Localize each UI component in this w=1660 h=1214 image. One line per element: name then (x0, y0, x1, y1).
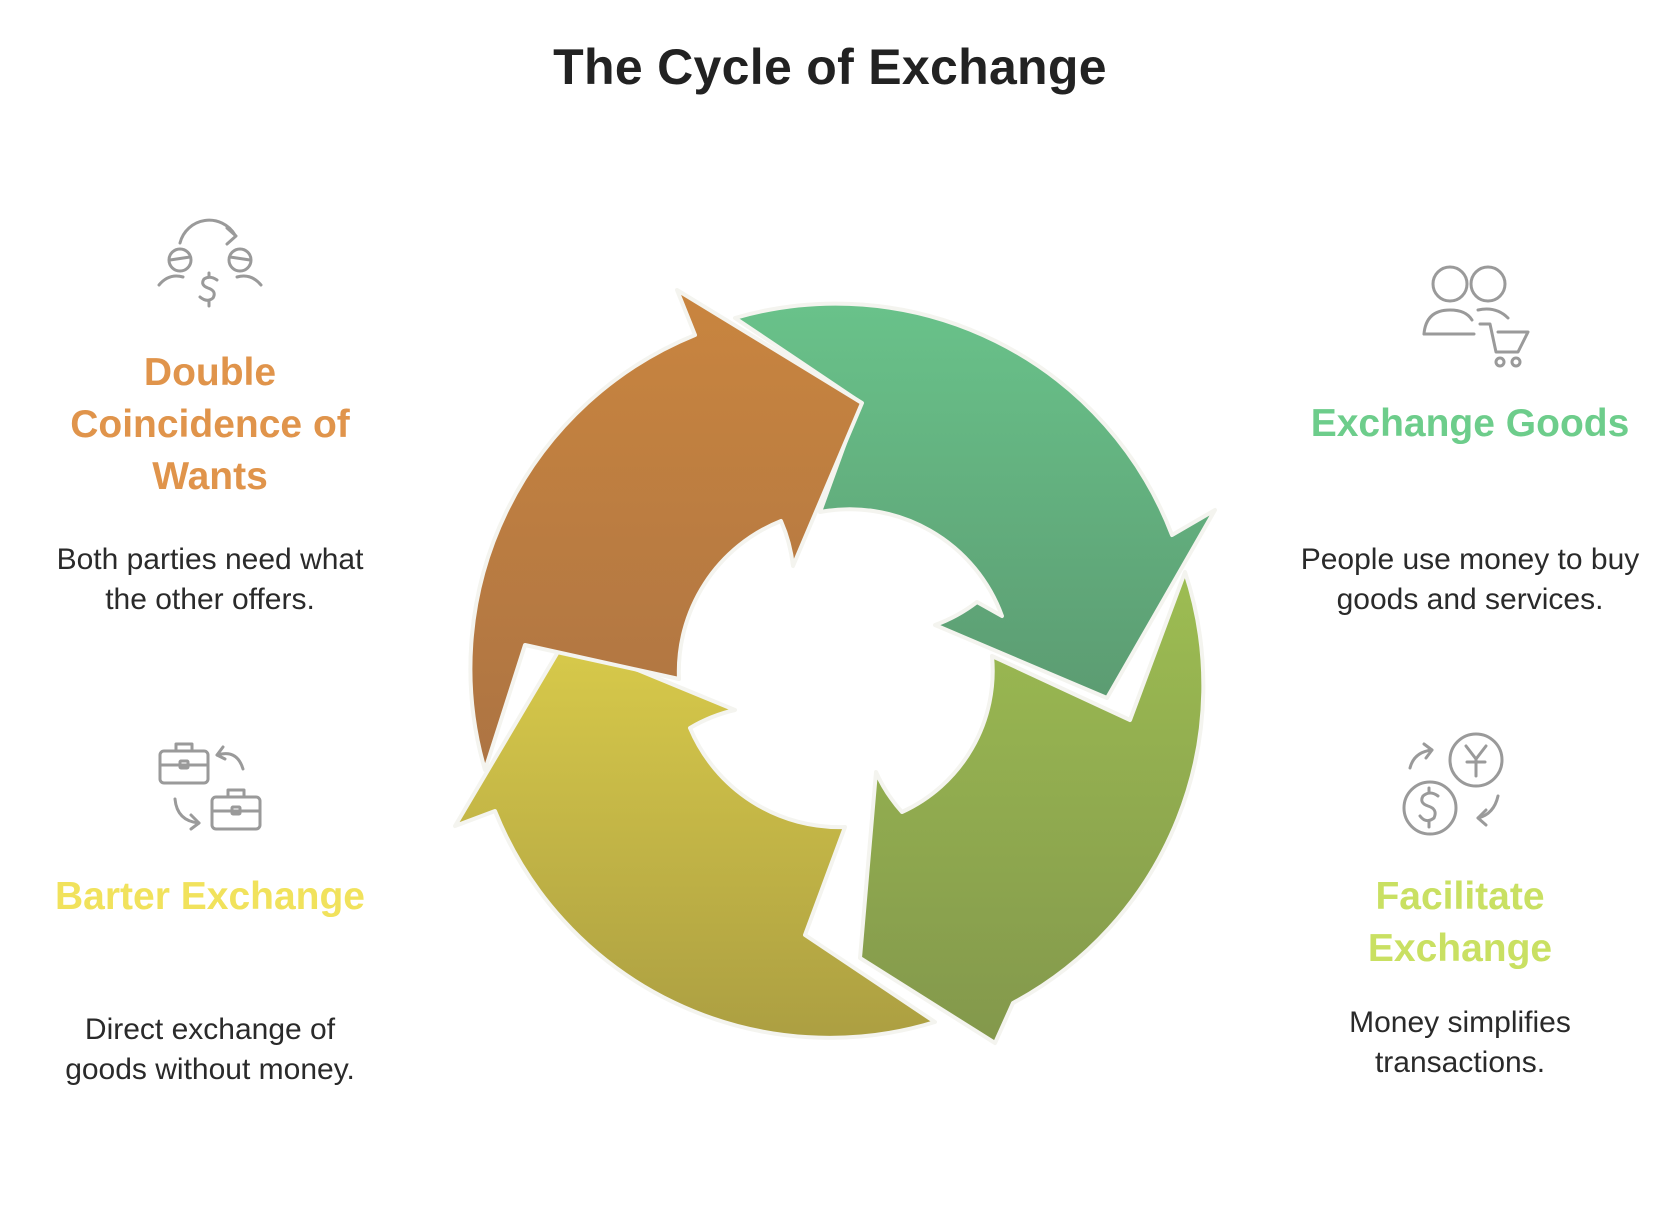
description-facilitate-exchange: Money simplifies transactions. (1349, 1006, 1571, 1079)
heading-barter-exchange: Barter Exchange (55, 875, 365, 918)
arrow-exchange-goods (733, 301, 1217, 700)
arrow-barter-exchange (453, 638, 937, 1040)
description-double-coincidence: Both parties need what the other offers. (56, 543, 364, 616)
description-exchange-goods: People use money to buy goods and servic… (1300, 543, 1640, 616)
arrow-facilitate-exchange (858, 570, 1206, 1045)
heading-double-coincidence: Double Coincidence of Wants (70, 351, 350, 498)
briefcase-swap-icon (155, 735, 265, 840)
people-exchange-dollar-icon (155, 215, 265, 320)
people-shopping-cart-icon (1420, 262, 1535, 377)
heading-facilitate-exchange: Facilitate Exchange (1367, 875, 1553, 970)
page-title: The Cycle of Exchange (553, 39, 1107, 95)
currency-exchange-icon (1400, 730, 1510, 845)
heading-exchange-goods: Exchange Goods (1310, 402, 1630, 445)
arrow-double-coincidence (468, 288, 864, 772)
description-barter-exchange: Direct exchange of goods without money. (65, 1013, 355, 1086)
